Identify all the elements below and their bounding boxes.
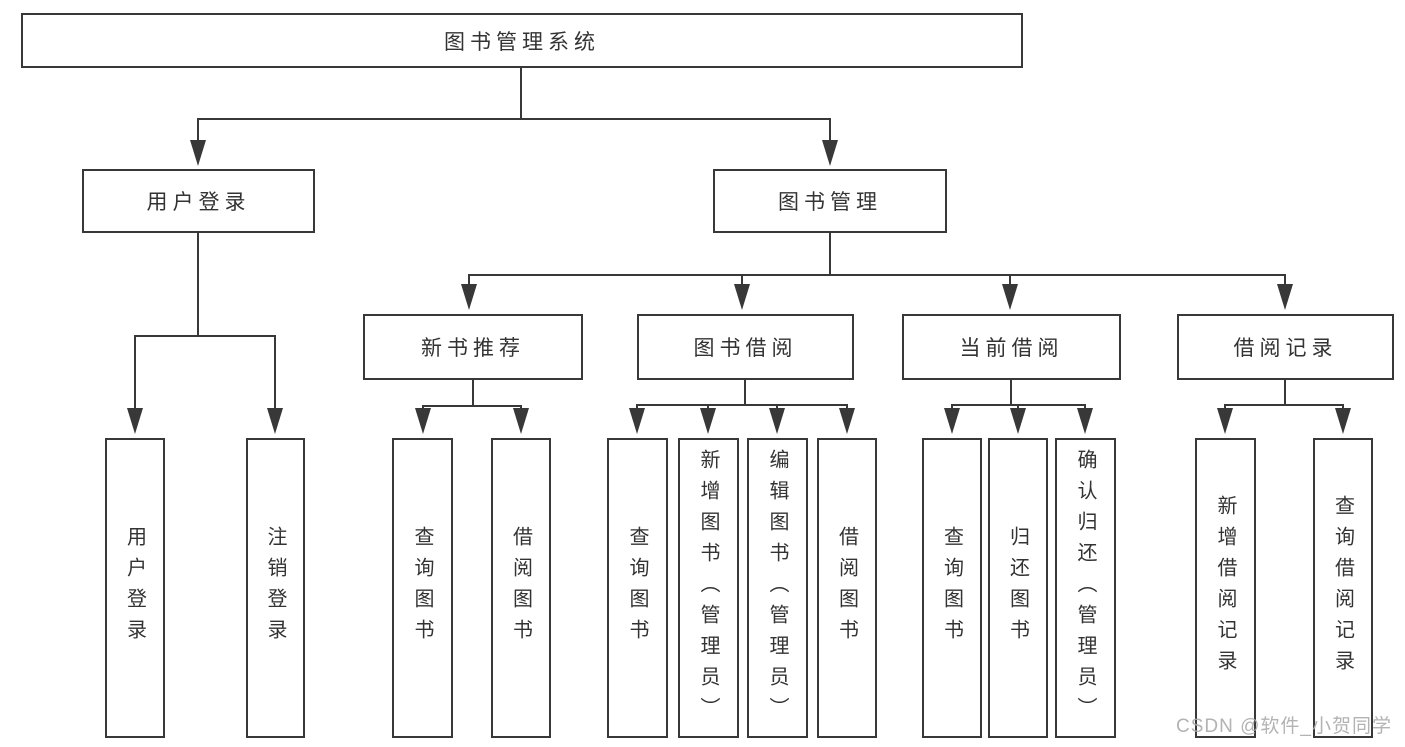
leaf-add-book-admin: 新增图书（管理员）	[678, 438, 739, 738]
arrow-down-icon	[1077, 408, 1093, 434]
connector-stem	[1009, 274, 1011, 290]
arrow-down-icon	[734, 284, 750, 310]
connector-split	[636, 404, 848, 406]
connector-stem	[197, 118, 199, 146]
connector-stem	[468, 274, 470, 290]
arrow-down-icon	[629, 408, 645, 434]
leaf-add-borrow-record: 新增借阅记录	[1195, 438, 1256, 738]
leaf-logout: 注销登录	[246, 438, 305, 738]
node-library-management-system: 图书管理系统	[21, 13, 1023, 68]
arrow-down-icon	[839, 408, 855, 434]
arrow-down-icon	[1277, 284, 1293, 310]
arrow-down-icon	[700, 408, 716, 434]
arrow-down-icon	[513, 408, 529, 434]
arrow-down-icon	[190, 140, 206, 166]
arrow-down-icon	[1335, 408, 1351, 434]
leaf-user-login: 用户登录	[105, 438, 165, 738]
connector-stem	[829, 118, 831, 146]
connector-stem	[829, 233, 831, 276]
arrow-down-icon	[944, 408, 960, 434]
connector-split	[134, 335, 276, 337]
node-borrowing-records: 借阅记录	[1177, 314, 1394, 380]
node-new-book-recommend: 新书推荐	[363, 314, 583, 380]
node-book-management: 图书管理	[713, 169, 947, 233]
connector-stem	[741, 274, 743, 290]
connector-stem	[1284, 380, 1286, 406]
connector-split	[468, 274, 1286, 276]
connector-stem	[744, 380, 746, 406]
leaf-edit-book-admin: 编辑图书（管理员）	[747, 438, 808, 738]
node-user-login: 用户登录	[82, 169, 315, 233]
leaf-confirm-return-admin: 确认归还（管理员）	[1055, 438, 1116, 738]
arrow-down-icon	[267, 408, 283, 434]
connector-stem	[274, 335, 276, 412]
connector-split	[422, 405, 522, 407]
leaf-query-books-borrowing: 查询图书	[607, 438, 668, 738]
leaf-query-borrow-record: 查询借阅记录	[1313, 438, 1373, 738]
connector-stem	[1010, 380, 1012, 406]
arrow-down-icon	[822, 140, 838, 166]
node-book-borrowing: 图书借阅	[637, 314, 854, 380]
arrow-down-icon	[1010, 408, 1026, 434]
connector-stem	[1284, 274, 1286, 290]
connector-stem	[472, 380, 474, 407]
arrow-down-icon	[769, 408, 785, 434]
arrow-down-icon	[127, 408, 143, 434]
node-current-borrowing: 当前借阅	[902, 314, 1121, 380]
leaf-query-books-recommend: 查询图书	[392, 438, 453, 738]
arrow-down-icon	[1217, 408, 1233, 434]
connector-stem	[197, 233, 199, 337]
leaf-return-book: 归还图书	[988, 438, 1048, 738]
connector-split	[1224, 404, 1344, 406]
csdn-watermark: CSDN @软件_小贺同学	[1176, 716, 1392, 737]
arrow-down-icon	[1002, 284, 1018, 310]
leaf-query-books-current: 查询图书	[922, 438, 982, 738]
leaf-borrow-books-recommend: 借阅图书	[491, 438, 551, 738]
connector-root-stem	[520, 68, 522, 118]
arrow-down-icon	[461, 284, 477, 310]
connector-stem	[134, 335, 136, 412]
arrow-down-icon	[415, 408, 431, 434]
connector-root-split	[197, 118, 831, 120]
leaf-borrow-books: 借阅图书	[817, 438, 877, 738]
